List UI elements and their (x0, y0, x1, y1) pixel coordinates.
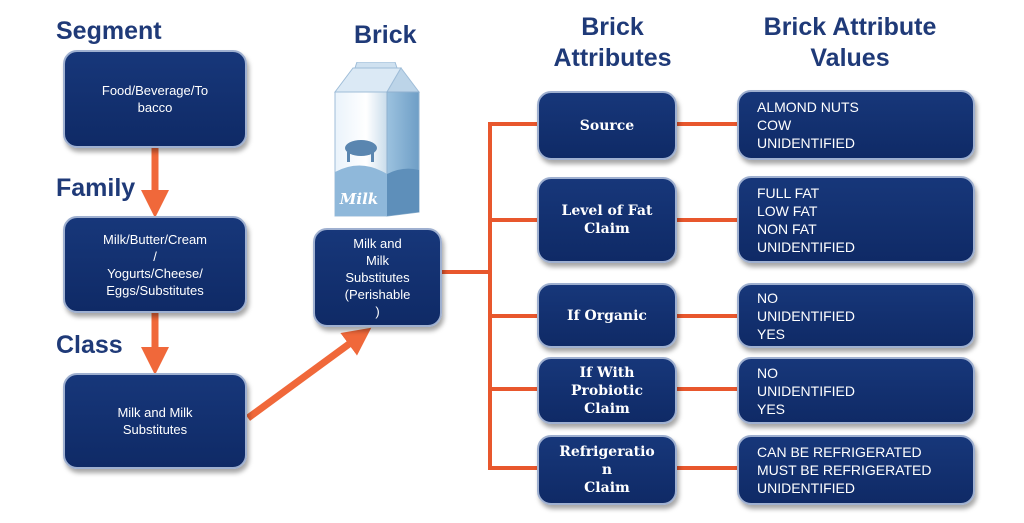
attribute-label: Level of Fat Claim (561, 203, 653, 237)
segment-heading: Segment (56, 17, 162, 45)
values-box-source: ALMOND NUTS COW UNIDENTIFIED (737, 90, 975, 160)
milk-carton-label: Milk (339, 190, 378, 208)
attribute-label: If Organic (567, 307, 647, 324)
attribute-label: If With Probiotic Claim (571, 364, 643, 417)
values-list: NO UNIDENTIFIED YES (757, 364, 855, 417)
attribute-box-source: Source (537, 91, 677, 160)
brick-label: Milk and Milk Substitutes (Perishable ) (344, 236, 411, 319)
values-box-level-of-fat: FULL FAT LOW FAT NON FAT UNIDENTIFIED (737, 176, 975, 263)
brick-attributes-heading: Brick Attributes (553, 13, 672, 72)
brick-box: Milk and Milk Substitutes (Perishable ) (313, 228, 442, 327)
values-list: CAN BE REFRIGERATED MUST BE REFRIGERATED… (757, 444, 932, 496)
class-label: Milk and Milk Substitutes (117, 405, 193, 437)
brick-attribute-values-heading: Brick Attribute Values (763, 13, 937, 72)
attribute-box-level-of-fat: Level of Fat Claim (537, 177, 677, 263)
segment-label: Food/Beverage/To bacco (101, 83, 209, 115)
brick-heading: Brick (354, 21, 417, 49)
attribute-label: Refrigeratio n Claim (559, 444, 655, 496)
segment-box: Food/Beverage/To bacco (63, 50, 247, 148)
family-label: Milk/Butter/Cream / Yogurts/Cheese/ Eggs… (102, 231, 208, 298)
attribute-tree (442, 122, 740, 470)
values-list: FULL FAT LOW FAT NON FAT UNIDENTIFIED (757, 184, 855, 255)
values-box-refrigeration: CAN BE REFRIGERATED MUST BE REFRIGERATED… (737, 435, 975, 505)
values-list: ALMOND NUTS COW UNIDENTIFIED (757, 99, 859, 151)
attribute-box-refrigeration: Refrigeratio n Claim (537, 435, 677, 505)
class-to-brick-arrow (245, 327, 372, 421)
values-list: NO UNIDENTIFIED YES (757, 289, 855, 342)
attribute-box-if-organic: If Organic (537, 283, 677, 348)
family-box: Milk/Butter/Cream / Yogurts/Cheese/ Eggs… (63, 216, 247, 313)
milk-carton-icon: Milk (334, 62, 420, 217)
class-box: Milk and Milk Substitutes (63, 373, 247, 469)
attribute-label: Source (579, 117, 635, 134)
attribute-box-probiotic: If With Probiotic Claim (537, 357, 677, 424)
values-box-probiotic: NO UNIDENTIFIED YES (737, 357, 975, 424)
family-heading: Family (56, 174, 136, 202)
values-box-if-organic: NO UNIDENTIFIED YES (737, 283, 975, 348)
class-heading: Class (56, 331, 123, 359)
